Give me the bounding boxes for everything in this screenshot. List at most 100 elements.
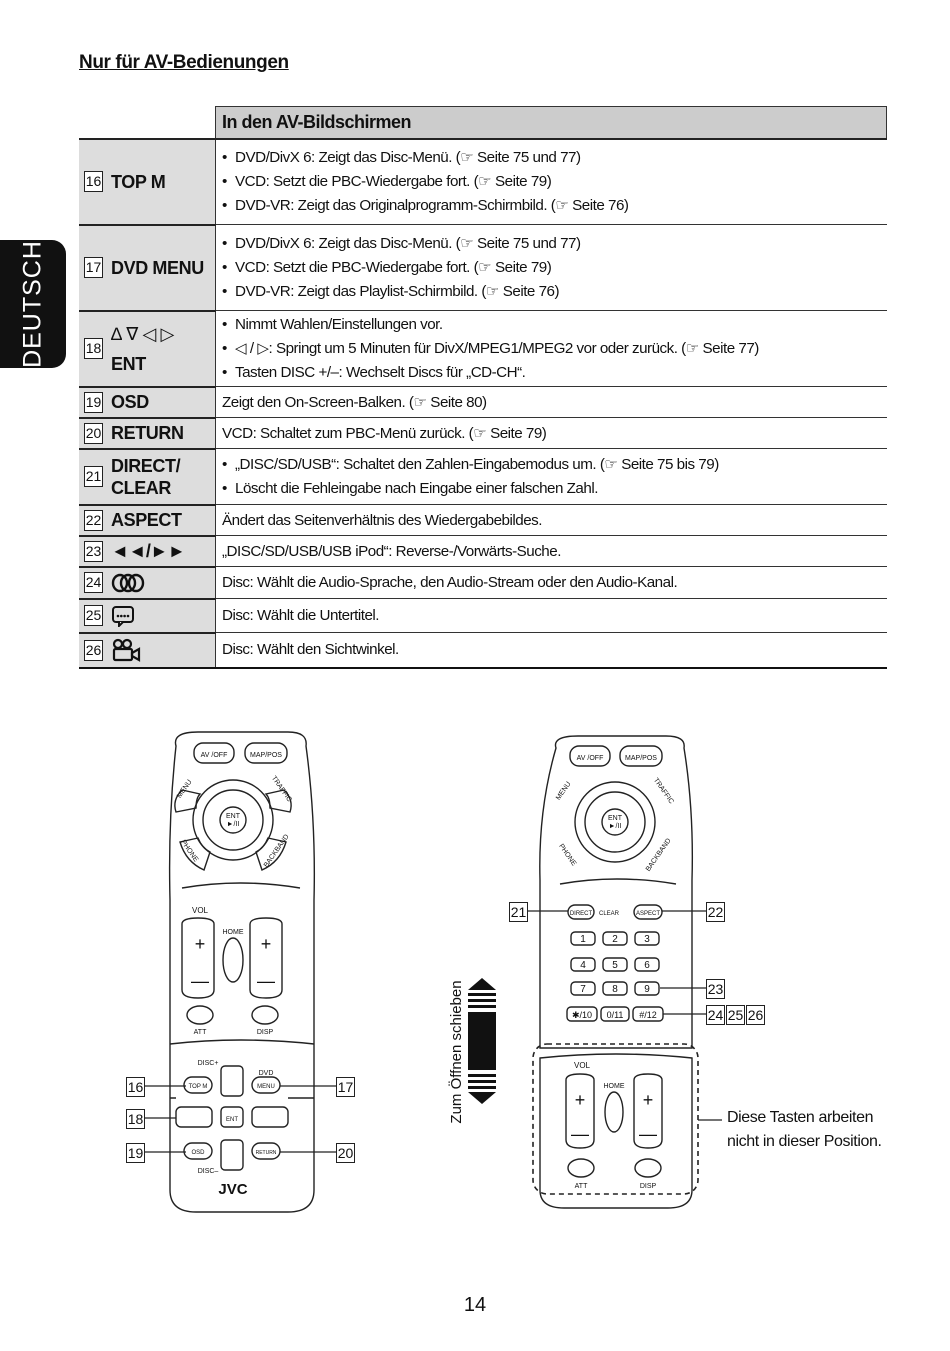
av-off-label: AV /OFF [577, 755, 604, 762]
section-title: Nur für AV-Bedienungen [79, 52, 289, 73]
key-label: CLEAR [111, 477, 171, 498]
ent-label: ENT [226, 813, 241, 820]
key-label: ◄◄/►► [111, 541, 186, 561]
row-description: Disc: Wählt den Sichtwinkel. [215, 632, 887, 669]
av-off-label: AV /OFF [201, 752, 228, 759]
clear-label: CLEAR [599, 911, 620, 917]
arrow-keys-label: ∆ ∇ ◁ ▷ [111, 323, 174, 344]
callout-number: 18 [126, 1109, 145, 1129]
callout-number: 25 [726, 1005, 745, 1025]
key-5: 5 [612, 960, 618, 971]
vol-plus-icon: + [575, 1090, 586, 1110]
row-number: 21 [84, 466, 103, 487]
ent-button-label: ENT [226, 1117, 238, 1123]
row-description: „DISC/SD/USB/USB iPod“: Reverse-/Vorwärt… [215, 535, 887, 567]
note-line: nicht in dieser Position. [727, 1133, 882, 1150]
vol-minus-icon: — [257, 971, 275, 991]
row-number: 19 [84, 391, 103, 413]
table-header-row: In den AV-Bildschirmen [79, 106, 887, 140]
remote-right-glyphs: + + — — [571, 1090, 657, 1144]
key-8: 8 [612, 984, 618, 995]
dvd-label: DVD [259, 1070, 274, 1077]
disp-label: DISP [640, 1183, 657, 1190]
list-item: ◁ / ▷: Springt um 5 Minuten für DivX/MPE… [222, 337, 887, 361]
callout-number: 19 [126, 1143, 145, 1163]
list-item: DVD/DivX 6: Zeigt das Disc-Menü. (☞ Seit… [222, 232, 887, 256]
callout-number: 24 [706, 1005, 725, 1025]
key-label: ASPECT [111, 510, 182, 530]
row-description: Zeigt den On-Screen-Balken. (☞ Seite 80) [215, 386, 887, 418]
row-number: 16 [84, 171, 103, 192]
home-label: HOME [604, 1083, 625, 1090]
remote-left-glyphs: + + — — [191, 934, 275, 991]
table-header: In den AV-Bildschirmen [215, 106, 887, 140]
vol-plus-icon: + [195, 934, 206, 954]
map-pos-label: MAP/POS [625, 755, 657, 762]
language-tab: DEUTSCH [0, 240, 66, 368]
list-item: DVD/DivX 6: Zeigt das Disc-Menü. (☞ Seit… [222, 146, 887, 170]
row-number: 22 [84, 509, 103, 531]
operations-table: In den AV-Bildschirmen 16 TOP M DVD/DivX … [79, 106, 887, 669]
table-row: 25 Disc: Wählt die Untertitel. [79, 597, 887, 633]
list-item: Nimmt Wahlen/Einstellungen vor. [222, 313, 887, 337]
key-label: OSD [111, 392, 149, 412]
table-row: 16 TOP M DVD/DivX 6: Zeigt das Disc-Menü.… [79, 137, 887, 225]
disp-label: DISP [257, 1029, 274, 1036]
row-number: 25 [84, 605, 103, 626]
key-3: 3 [644, 934, 650, 945]
row-number: 17 [84, 257, 103, 278]
disc-minus-label: DISC– [198, 1168, 219, 1175]
row-number: 18 [84, 338, 103, 359]
top-m-label: TOP M [189, 1084, 208, 1090]
ent-label: ENT [608, 815, 623, 822]
list-item: DVD-VR: Zeigt das Originalprogramm-Schir… [222, 194, 887, 218]
list-item: Löscht die Fehleingabe nach Eingabe eine… [222, 477, 887, 501]
key-label: DIRECT/ [111, 455, 181, 476]
dvd-menu-label: MENU [257, 1084, 275, 1090]
page-number: 14 [463, 1294, 487, 1316]
list-item: Tasten DISC +/–: Wechselt Discs für „CD-… [222, 361, 887, 385]
table-row: 21 DIRECT/CLEAR „DISC/SD/USB“: Schaltet … [79, 447, 887, 505]
key-label: TOP M [111, 171, 166, 192]
key-2: 2 [612, 934, 618, 945]
map-pos-label: MAP/POS [250, 752, 282, 759]
list-item: DVD-VR: Zeigt das Playlist-Schirmbild. (… [222, 280, 887, 304]
att-label: ATT [194, 1029, 207, 1036]
disc-plus-label: DISC+ [198, 1060, 219, 1067]
callout-number: 21 [509, 902, 528, 922]
row-number: 20 [84, 422, 103, 444]
list-item: VCD: Setzt die PBC-Wiedergabe fort. (☞ S… [222, 170, 887, 194]
key-1: 1 [580, 934, 586, 945]
vol-plus-icon: + [643, 1090, 654, 1110]
callout-number: 26 [746, 1005, 765, 1025]
row-description: Disc: Wählt die Untertitel. [215, 598, 887, 633]
table-row: 18 ∆ ∇ ◁ ▷ ENT Nimmt Wahlen/Einstellungen… [79, 309, 887, 387]
callout-number: 16 [126, 1077, 145, 1097]
vol-minus-icon: — [191, 971, 209, 991]
remote-left [168, 731, 316, 1213]
camera-angle-icon [112, 638, 141, 662]
play-pause-label: ►/II [609, 823, 622, 830]
inactive-keys-note: Diese Tasten arbeiten nicht in dieser Po… [727, 1106, 882, 1154]
att-label: ATT [575, 1183, 588, 1190]
key-label: RETURN [111, 423, 184, 443]
key-10: ✱/10 [572, 1010, 592, 1020]
key-7: 7 [580, 984, 586, 995]
vol-label: VOL [574, 1061, 591, 1070]
play-pause-label: ►/II [227, 821, 240, 828]
table-row: 19 OSD Zeigt den On-Screen-Balken. (☞ Sei… [79, 385, 887, 418]
audio-icon [111, 573, 145, 592]
row-description: Disc: Wählt die Audio-Sprache, den Audio… [215, 566, 887, 599]
slide-arrow-icon [468, 978, 496, 1104]
table-row: 24 Disc: Wählt die Audio-Sprache, den Au… [79, 565, 887, 599]
home-label: HOME [223, 929, 244, 936]
row-number: 24 [84, 572, 103, 593]
key-label: ENT [111, 353, 146, 374]
callout-lines-right [528, 910, 722, 1121]
note-line: Diese Tasten arbeiten [727, 1109, 874, 1126]
vol-minus-icon: — [639, 1124, 657, 1144]
row-number: 23 [84, 540, 103, 562]
